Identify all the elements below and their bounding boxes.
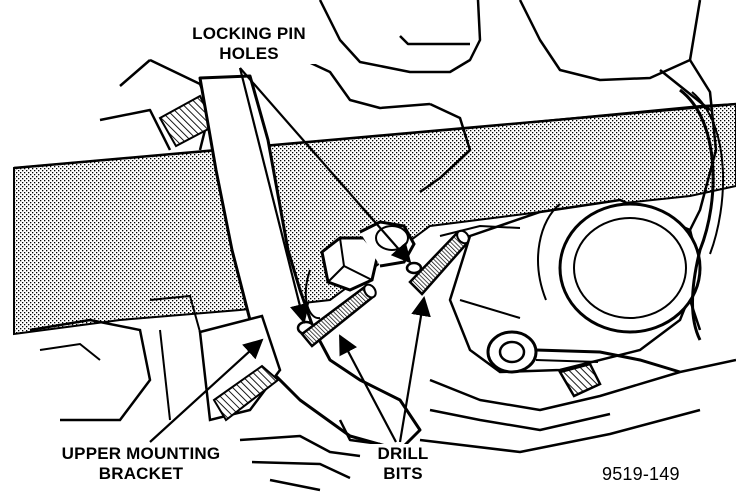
- leader-hole-lower: [238, 67, 310, 324]
- locking-pin-hole-upper: [405, 261, 423, 275]
- upper-mounting-bracket-line-2: BRACKET: [98, 464, 184, 483]
- drill-bits-label: DRILL BITS: [366, 444, 440, 484]
- upper-mounting-bracket-line-1: UPPER MOUNTING: [61, 444, 221, 463]
- hose-fitting: [486, 88, 725, 398]
- drill-bits-line-1: DRILL: [377, 444, 429, 463]
- leader-bit-upper: [398, 296, 431, 443]
- leader-bracket: [149, 338, 264, 443]
- upper-mounting-bracket-label: UPPER MOUNTING BRACKET: [30, 444, 252, 484]
- leader-bit-lower: [339, 334, 397, 443]
- locking-pin-holes-line-2: HOLES: [219, 44, 279, 63]
- drill-bit-lower: [300, 283, 377, 348]
- leader-hole-upper: [239, 67, 412, 264]
- drill-bits-line-2: BITS: [383, 464, 423, 483]
- locking-pin-holes-line-1: LOCKING PIN: [192, 24, 306, 43]
- canister: [439, 198, 702, 374]
- leader-lines: [149, 67, 431, 443]
- lower-arm: [239, 358, 736, 492]
- figure-number: 9519-149: [600, 464, 682, 484]
- locking-pin-holes-label: LOCKING PIN HOLES: [172, 24, 326, 64]
